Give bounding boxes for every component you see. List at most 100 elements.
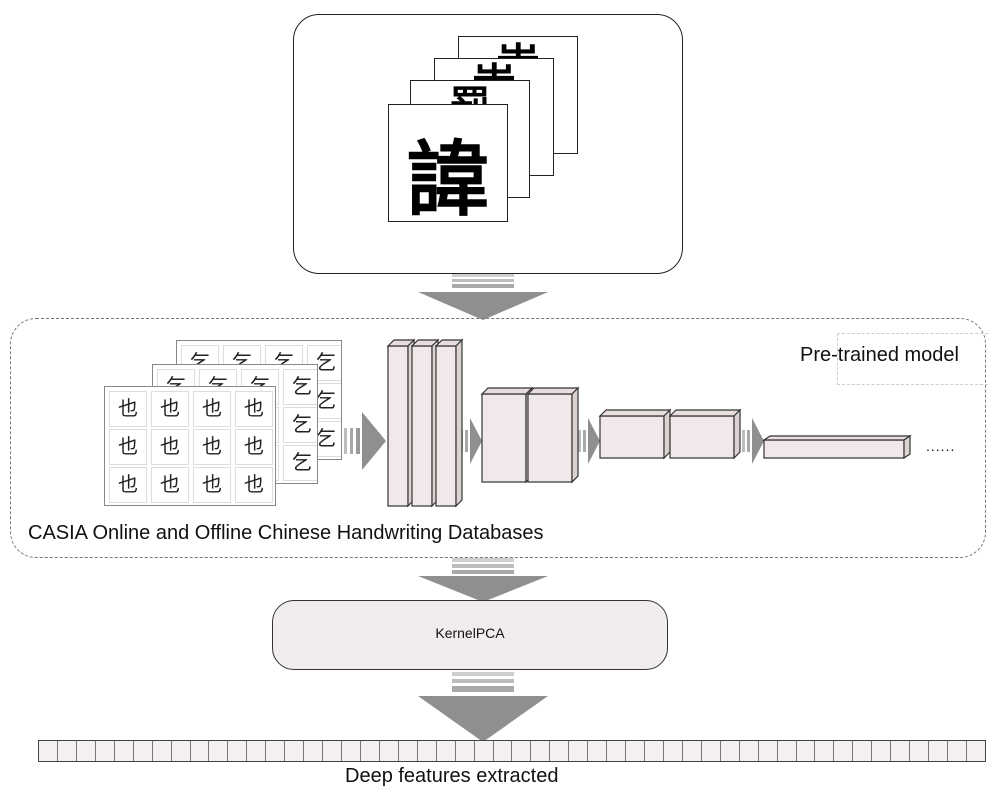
pretrained-label-frame	[837, 333, 988, 385]
more-layers-ellipsis: ......	[926, 438, 956, 454]
feature-cell	[171, 741, 191, 761]
feature-cell	[455, 741, 475, 761]
feature-cell	[929, 741, 948, 761]
feature-cell	[417, 741, 437, 761]
feature-cell	[304, 741, 324, 761]
handwriting-glyph: 也	[160, 434, 180, 458]
handwriting-sample: 也	[151, 467, 189, 503]
feature-cell	[247, 741, 267, 761]
feature-cell	[76, 741, 96, 761]
right-arrow-3	[578, 418, 600, 464]
handwriting-sample: 乞	[307, 345, 341, 381]
feature-cell	[57, 741, 77, 761]
handwriting-sample: 乞	[283, 369, 317, 405]
handwriting-sample: 也	[235, 391, 273, 427]
kernelpca-box	[272, 600, 668, 670]
conv-block-2	[480, 386, 580, 484]
handwriting-glyph: 乞	[316, 426, 336, 450]
feature-cell	[379, 741, 399, 761]
dataset-label: CASIA Online and Offline Chinese Handwri…	[28, 522, 544, 544]
feature-cell	[360, 741, 380, 761]
feature-cell	[834, 741, 854, 761]
pretrained-model-region	[10, 318, 986, 558]
feature-cell	[531, 741, 551, 761]
feature-cell	[133, 741, 153, 761]
handwriting-glyph: 乞	[292, 450, 312, 474]
handwriting-glyph: 也	[244, 472, 264, 496]
handwriting-glyph: 乞	[292, 412, 312, 436]
down-arrow-2	[418, 558, 548, 602]
handwriting-sample: 也	[109, 467, 147, 503]
handwriting-glyph: 乞	[316, 350, 336, 374]
feature-cell	[209, 741, 229, 761]
right-arrow-4	[742, 418, 764, 464]
feature-cell	[190, 741, 210, 761]
handwriting-glyph: 也	[202, 396, 222, 420]
pretrained-model-label: Pre-trained model	[800, 344, 959, 366]
feature-cell	[436, 741, 456, 761]
feature-cell	[777, 741, 797, 761]
fc-layer	[762, 434, 912, 460]
handwriting-sample: 也	[193, 429, 231, 465]
handwriting-glyph: 也	[244, 434, 264, 458]
feature-cell	[758, 741, 778, 761]
feature-cell	[512, 741, 532, 761]
right-arrow-1	[344, 412, 386, 470]
feature-cell	[891, 741, 911, 761]
handwriting-sample: 也	[193, 391, 231, 427]
feature-cell	[815, 741, 835, 761]
handwriting-sample: 也	[151, 391, 189, 427]
handwriting-glyph: 乞	[292, 374, 312, 398]
feature-cell	[398, 741, 418, 761]
dataset-sheet-front: 也也也也也也也也也也也也	[104, 386, 276, 506]
feature-cell	[588, 741, 608, 761]
feature-cell	[948, 741, 967, 761]
handwriting-glyph: 也	[160, 472, 180, 496]
down-arrow-1	[418, 274, 548, 320]
down-arrow-3	[418, 672, 548, 742]
feature-vector	[38, 740, 986, 762]
handwriting-sample: 乞	[283, 445, 317, 481]
handwriting-sample: 也	[235, 429, 273, 465]
handwriting-sample: 也	[109, 429, 147, 465]
handwriting-glyph: 也	[202, 434, 222, 458]
feature-cell	[796, 741, 816, 761]
feature-cell	[966, 741, 985, 761]
handwriting-glyph: 也	[244, 396, 264, 420]
feature-cell	[95, 741, 115, 761]
feature-cell	[872, 741, 892, 761]
feature-cell	[39, 741, 58, 761]
feature-cell	[550, 741, 570, 761]
features-label: Deep features extracted	[345, 765, 559, 787]
handwriting-glyph: 乞	[316, 388, 336, 412]
feature-cell	[853, 741, 873, 761]
handwriting-glyph: 也	[118, 472, 138, 496]
character-glyph: 諱	[406, 132, 489, 222]
feature-cell	[285, 741, 305, 761]
feature-cell	[663, 741, 683, 761]
feature-cell	[645, 741, 664, 761]
conv-block-1	[386, 338, 464, 508]
feature-cell	[228, 741, 248, 761]
handwriting-glyph: 也	[118, 396, 138, 420]
handwriting-sample: 也	[151, 429, 189, 465]
handwriting-glyph: 也	[202, 472, 222, 496]
feature-cell	[114, 741, 134, 761]
kernelpca-label: KernelPCA	[435, 625, 505, 641]
feature-cell	[342, 741, 361, 761]
feature-cell	[910, 741, 930, 761]
handwriting-sample: 也	[235, 467, 273, 503]
handwriting-sample: 也	[109, 391, 147, 427]
handwriting-glyph: 也	[118, 434, 138, 458]
feature-cell	[607, 741, 627, 761]
feature-cell	[569, 741, 589, 761]
handwriting-sample: 乞	[283, 407, 317, 443]
feature-cell	[626, 741, 645, 761]
handwriting-sample: 也	[193, 467, 231, 503]
feature-cell	[720, 741, 740, 761]
conv-block-3	[598, 408, 742, 460]
feature-cell	[682, 741, 702, 761]
handwriting-glyph: 也	[160, 396, 180, 420]
feature-cell	[701, 741, 721, 761]
